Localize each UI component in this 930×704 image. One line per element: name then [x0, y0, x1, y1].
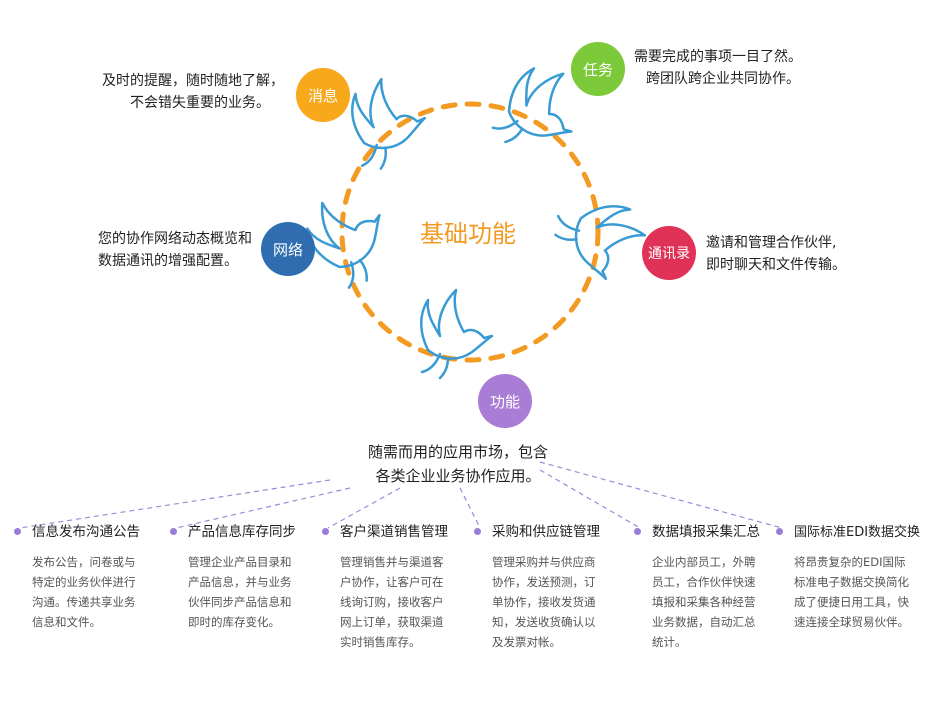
node-task[interactable]: 任务: [571, 42, 625, 96]
feature-line: 协作，发送预测，订: [492, 575, 596, 589]
connector-line: [459, 487, 481, 529]
node-news[interactable]: 消息: [296, 68, 350, 122]
node-contacts[interactable]: 通讯录: [642, 226, 696, 280]
feature-line: 将昂贵复杂的EDI国际: [794, 555, 906, 569]
feature-line: 成了便捷日用工具，快: [794, 595, 909, 609]
feature-line: 线询订购，接收客户: [340, 595, 444, 609]
feature-line: 信息和文件。: [32, 615, 101, 629]
center-title: 基础功能: [420, 220, 516, 248]
feature-procurement: 采购和供应链管理 管理采购并与供应商 协作，发送预测，订 单协作，接收发货通 知…: [474, 522, 624, 652]
bullet-dot-icon: [170, 528, 177, 535]
feature-line: 业务数据，自动汇总: [652, 615, 756, 629]
bullet-dot-icon: [776, 528, 783, 535]
feature-line: 标准电子数据交换简化: [794, 575, 909, 589]
news-description: 及时的提醒，随时随地了解， 不会错失重要的业务。: [88, 70, 284, 114]
feature-announcements: 信息发布沟通公告 发布公告，问卷或与 特定的业务伙伴进行 沟通。传递共享业务 信…: [14, 522, 164, 632]
connector-lines: [19, 461, 783, 529]
bullet-dot-icon: [14, 528, 21, 535]
task-desc-line: 跨团队跨企业共同协作。: [646, 71, 800, 87]
dove-icon: [554, 205, 647, 281]
feature-line: 伙伴同步产品信息和: [188, 595, 292, 609]
connector-line: [19, 479, 331, 529]
feature-header[interactable]: 客户渠道销售管理: [322, 522, 472, 542]
feature-line: 管理企业产品目录和: [188, 555, 292, 569]
feature-body: 发布公告，问卷或与 特定的业务伙伴进行 沟通。传递共享业务 信息和文件。: [14, 552, 164, 632]
feature-body: 管理采购并与供应商 协作，发送预测，订 单协作，接收发货通 知，发送收货确认以 …: [474, 552, 624, 652]
feature-title: 数据填报采集汇总: [652, 524, 760, 540]
node-function[interactable]: 功能: [478, 374, 532, 428]
feature-line: 及发票对帐。: [492, 635, 561, 649]
feature-line: 网上订单，获取渠道: [340, 615, 444, 629]
connector-line: [539, 469, 641, 529]
feature-header[interactable]: 国际标准EDI数据交换: [776, 522, 926, 542]
node-network[interactable]: 网络: [261, 222, 315, 276]
network-desc-line: 数据通讯的增强配置。: [98, 253, 238, 269]
feature-line: 统计。: [652, 635, 687, 649]
dove-icon: [420, 288, 494, 380]
feature-line: 管理采购并与供应商: [492, 555, 596, 569]
feature-line: 管理销售并与渠道客: [340, 555, 444, 569]
feature-header[interactable]: 采购和供应链管理: [474, 522, 624, 542]
feature-line: 户协作，让客户可在: [340, 575, 444, 589]
connector-line: [327, 487, 401, 529]
news-desc-line: 及时的提醒，随时随地了解，: [102, 73, 284, 89]
dove-icon: [306, 201, 381, 289]
feature-line: 实时销售库存。: [340, 635, 421, 649]
feature-title: 信息发布沟通公告: [32, 524, 140, 540]
bullet-dot-icon: [322, 528, 329, 535]
dashed-ring: [339, 101, 601, 363]
feature-product-inventory: 产品信息库存同步 管理企业产品目录和 产品信息，并与业务 伙伴同步产品信息和 即…: [170, 522, 320, 632]
feature-body: 将昂贵复杂的EDI国际 标准电子数据交换简化 成了便捷日用工具，快 速连接全球贸…: [776, 552, 926, 632]
feature-line: 沟通。传递共享业务: [32, 595, 136, 609]
connector-line: [175, 487, 351, 529]
task-description: 需要完成的事项一目了然。 跨团队跨企业共同协作。: [634, 46, 802, 90]
market-line: 随需而用的应用市场，包含: [368, 443, 549, 461]
connector-line: [539, 461, 783, 529]
network-description: 您的协作网络动态概览和 数据通讯的增强配置。: [66, 228, 252, 272]
contacts-description: 邀请和管理合作伙伴, 即时聊天和文件传输。: [706, 232, 846, 276]
dove-icon: [491, 67, 573, 144]
news-desc-line: 不会错失重要的业务。: [130, 95, 270, 111]
network-desc-line: 您的协作网络动态概览和: [98, 231, 252, 247]
feature-data-collection: 数据填报采集汇总 企业内部员工，外聘 员工，合作伙伴快速 填报和采集各种经营 业…: [634, 522, 784, 652]
feature-line: 特定的业务伙伴进行: [32, 575, 136, 589]
bullet-dot-icon: [474, 528, 481, 535]
contacts-desc-line: 邀请和管理合作伙伴,: [706, 235, 837, 251]
feature-body: 企业内部员工，外聘 员工，合作伙伴快速 填报和采集各种经营 业务数据，自动汇总 …: [634, 552, 784, 652]
feature-edi-exchange: 国际标准EDI数据交换 将昂贵复杂的EDI国际 标准电子数据交换简化 成了便捷日…: [776, 522, 926, 632]
feature-line: 知，发送收货确认以: [492, 615, 596, 629]
bullet-dot-icon: [634, 528, 641, 535]
feature-title: 国际标准EDI数据交换: [794, 525, 921, 540]
feature-line: 即时的库存变化。: [188, 615, 280, 629]
dove-decorations: [306, 67, 647, 380]
feature-title: 客户渠道销售管理: [340, 524, 448, 540]
feature-sales-channel: 客户渠道销售管理 管理销售并与渠道客 户协作，让客户可在 线询订购，接收客户 网…: [322, 522, 472, 652]
feature-body: 管理销售并与渠道客 户协作，让客户可在 线询订购，接收客户 网上订单，获取渠道 …: [322, 552, 472, 652]
market-line: 各类企业业务协作应用。: [375, 467, 541, 485]
feature-header[interactable]: 产品信息库存同步: [170, 522, 320, 542]
feature-line: 员工，合作伙伴快速: [652, 575, 756, 589]
task-desc-line: 需要完成的事项一目了然。: [634, 49, 802, 65]
dove-icon: [351, 77, 427, 170]
app-market-description: 随需而用的应用市场，包含 各类企业业务协作应用。: [368, 440, 548, 488]
feature-line: 发布公告，问卷或与: [32, 555, 136, 569]
feature-header[interactable]: 数据填报采集汇总: [634, 522, 784, 542]
contacts-desc-line: 即时聊天和文件传输。: [706, 257, 846, 273]
feature-line: 填报和采集各种经营: [652, 595, 756, 609]
feature-body: 管理企业产品目录和 产品信息，并与业务 伙伴同步产品信息和 即时的库存变化。: [170, 552, 320, 632]
feature-line: 产品信息，并与业务: [188, 575, 292, 589]
feature-line: 速连接全球贸易伙伴。: [794, 615, 909, 629]
feature-line: 企业内部员工，外聘: [652, 555, 756, 569]
feature-title: 产品信息库存同步: [188, 524, 296, 540]
feature-line: 单协作，接收发货通: [492, 595, 596, 609]
feature-header[interactable]: 信息发布沟通公告: [14, 522, 164, 542]
feature-title: 采购和供应链管理: [492, 524, 600, 540]
